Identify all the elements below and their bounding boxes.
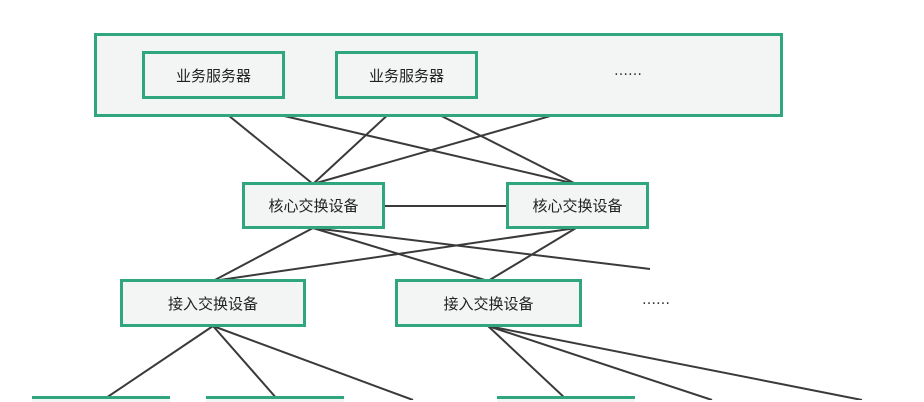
bottom-device-3-partial (497, 396, 635, 402)
link-access2-down2 (487, 325, 713, 400)
bottom-device-2-partial (206, 396, 344, 402)
link-access1-down2 (212, 325, 279, 400)
link-access2-down3 (487, 325, 863, 400)
access-switch-2: 接入交换设备 (395, 279, 582, 327)
link-access2-down1 (487, 325, 568, 400)
link-core2-access1 (212, 227, 577, 282)
link-access1-down3 (212, 325, 414, 400)
access-switch-1: 接入交换设备 (120, 279, 306, 327)
link-access1-down1 (102, 325, 214, 400)
link-core1-access1 (212, 227, 314, 282)
business-server-2: 业务服务器 (335, 51, 478, 99)
link-core2-access2 (487, 227, 577, 282)
core-switch-1: 核心交换设备 (242, 182, 385, 229)
core-switch-2: 核心交换设备 (506, 182, 649, 229)
business-server-1: 业务服务器 (142, 51, 285, 99)
server-more-ellipsis: …… (614, 63, 642, 79)
link-core1-offscreen (312, 227, 651, 270)
bottom-device-1-partial (32, 396, 170, 402)
access-more-ellipsis: …… (642, 292, 670, 308)
